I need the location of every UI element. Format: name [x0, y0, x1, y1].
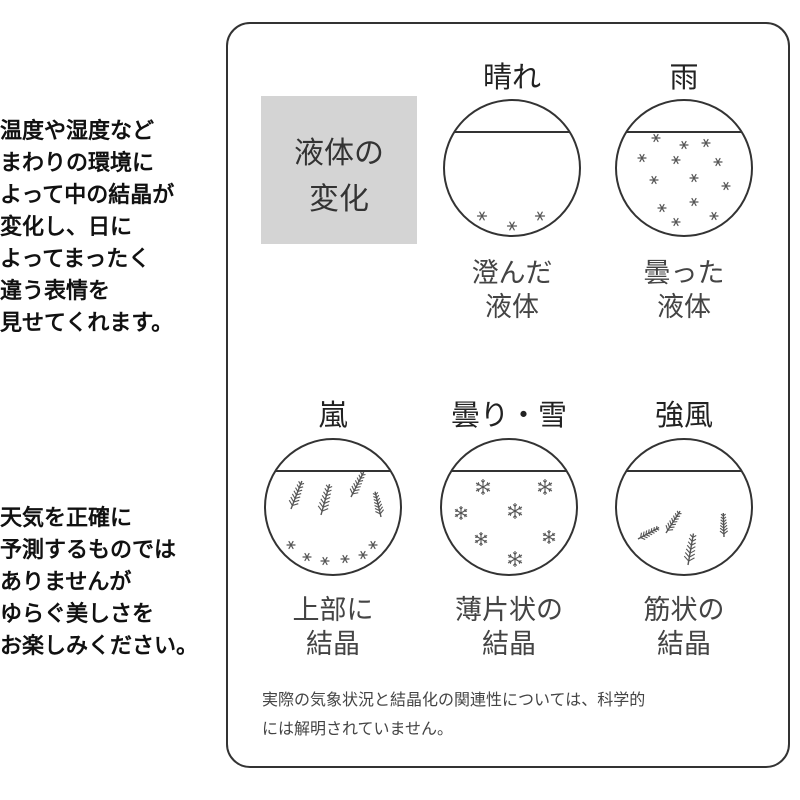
- weather-heading: 雨: [669, 60, 699, 94]
- state-caption: 結晶: [482, 629, 536, 660]
- fern-crystal-mark: [317, 483, 333, 516]
- weather-heading: 嵐: [318, 398, 348, 432]
- weather-heading: 曇り・雪: [450, 398, 567, 432]
- crystal-mark: [671, 217, 681, 227]
- fern-crystal-mark: [683, 533, 697, 566]
- crystal-mark: [302, 552, 312, 562]
- crystal-mark: [689, 197, 699, 207]
- top-crystals-icon: [264, 438, 402, 576]
- intro-line: 見せてくれます。: [0, 311, 174, 336]
- fern-crystal-mark: [665, 510, 682, 534]
- disclaimer-line: 天気を正確に: [0, 506, 133, 531]
- fern-crystal-mark: [349, 471, 366, 498]
- fern-crystal-mark: [719, 512, 729, 538]
- label-line-1: 液体の: [294, 136, 384, 171]
- disclaimer-line: ありませんが: [0, 570, 132, 595]
- snowflake-mark: [537, 479, 553, 495]
- crystal-mark: [651, 133, 661, 143]
- state-caption: 液体: [485, 292, 539, 323]
- disclaimer-line: お楽しみください。: [0, 634, 199, 659]
- crystal-mark: [657, 203, 667, 213]
- state-caption: 液体: [657, 292, 711, 323]
- state-caption: 結晶: [657, 629, 711, 660]
- intro-text: 温度や湿度など まわりの環境に よって中の結晶が 変化し、日に よってまったく …: [0, 116, 174, 340]
- snowflake-mark: [474, 532, 488, 546]
- cloudy-liquid-icon: [615, 99, 753, 237]
- crystal-group: [637, 510, 729, 566]
- crystal-mark: [689, 173, 699, 183]
- crystal-mark: [701, 138, 711, 148]
- footnote: 実際の気象状況と結晶化の関連性については、科学的 には解明されていません。: [262, 685, 762, 743]
- liquid-change-label: 液体の 変化: [261, 96, 417, 244]
- crystal-mark: [476, 211, 488, 221]
- intro-line: よってまったく: [0, 247, 151, 272]
- crystal-mark: [320, 556, 330, 566]
- fern-crystal-mark: [288, 480, 305, 510]
- weather-heading: 強風: [654, 398, 713, 432]
- state-caption: 結晶: [306, 629, 360, 660]
- intro-line: まわりの環境に: [0, 151, 155, 176]
- snowflake-mark: [542, 530, 556, 544]
- weather-heading: 晴れ: [482, 60, 541, 94]
- crystal-mark: [637, 153, 647, 163]
- thread-crystals-icon: [615, 438, 753, 576]
- crystal-mark: [368, 540, 378, 550]
- state-caption: 澄んだ: [471, 258, 553, 289]
- crystal-group: [286, 471, 385, 566]
- footnote-line: には解明されていません。: [262, 719, 454, 738]
- fern-crystal-mark: [637, 525, 660, 540]
- label-line-2: 変化: [309, 182, 369, 217]
- snowflake-mark: [475, 479, 491, 495]
- crystal-mark: [534, 211, 546, 221]
- disclaimer-line: ゆらぐ美しさを: [0, 602, 155, 627]
- disclaimer-line: 予測するものでは: [0, 538, 177, 563]
- crystal-mark: [649, 175, 659, 185]
- disclaimer-text: 天気を正確に 予測するものでは ありませんが ゆらぐ美しさを お楽しみください。: [0, 503, 198, 663]
- crystal-mark: [679, 140, 689, 150]
- snowflake-mark: [454, 506, 468, 520]
- crystal-group: [454, 479, 556, 567]
- state-caption: 薄片状の: [455, 595, 563, 626]
- crystal-mark: [721, 181, 731, 191]
- crystal-mark: [358, 550, 368, 560]
- crystal-group: [637, 133, 731, 227]
- state-caption: 筋状の: [643, 595, 725, 626]
- intro-line: 温度や湿度など: [0, 119, 155, 144]
- intro-line: よって中の結晶が: [0, 183, 175, 208]
- crystal-mark: [709, 211, 719, 221]
- footnote-line: 実際の気象状況と結晶化の関連性については、科学的: [262, 690, 646, 709]
- clear-liquid-icon: [443, 99, 581, 237]
- flake-crystals-icon: [440, 438, 578, 576]
- diagram-panel: [226, 22, 790, 768]
- state-caption: 曇った: [643, 258, 725, 289]
- crystal-group: [476, 211, 546, 231]
- snowflake-mark: [507, 503, 523, 519]
- crystal-mark: [286, 540, 296, 550]
- intro-line: 変化し、日に: [0, 215, 133, 240]
- crystal-mark: [713, 157, 723, 167]
- crystal-mark: [340, 554, 350, 564]
- fern-crystal-mark: [372, 491, 385, 518]
- crystal-mark: [671, 155, 681, 165]
- snowflake-mark: [507, 551, 523, 567]
- state-caption: 上部に: [292, 595, 374, 626]
- crystal-mark: [506, 221, 518, 231]
- intro-line: 違う表情を: [0, 279, 111, 304]
